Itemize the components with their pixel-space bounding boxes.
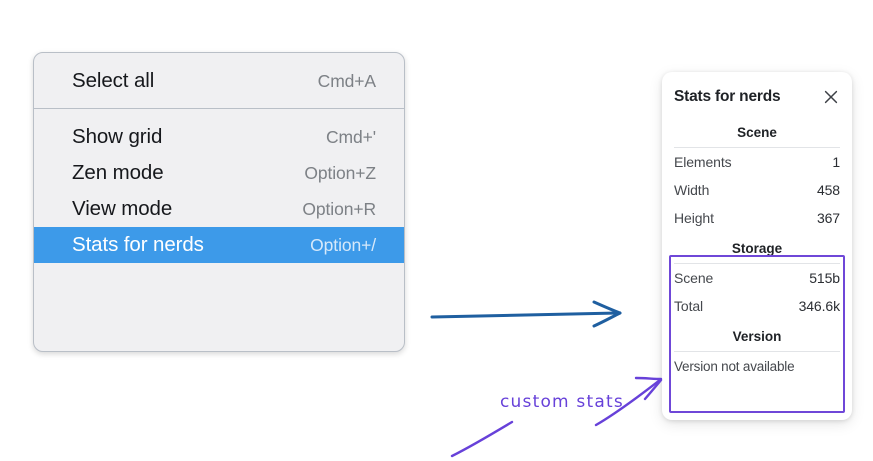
stat-key: Elements bbox=[674, 154, 732, 170]
stats-panel: Stats for nerds Scene Elements 1 Width 4… bbox=[662, 72, 852, 420]
section-heading-scene: Scene bbox=[737, 125, 777, 140]
section-heading-storage: Storage bbox=[731, 241, 783, 256]
stat-value: 346.6k bbox=[798, 298, 841, 314]
section-divider bbox=[674, 147, 840, 148]
menu-separator bbox=[34, 108, 404, 109]
menu-item-shortcut: Option+Z bbox=[304, 162, 376, 183]
stat-row-elements: Elements 1 bbox=[674, 148, 840, 176]
stat-key: Total bbox=[674, 298, 704, 314]
stat-key: Height bbox=[674, 210, 714, 226]
menu-item-label: Zen mode bbox=[72, 161, 164, 184]
blue-arrow-to-panel bbox=[430, 300, 622, 328]
stat-key: Width bbox=[674, 182, 710, 198]
menu-item-shortcut: Cmd+A bbox=[317, 70, 376, 91]
stats-panel-header: Stats for nerds bbox=[674, 72, 840, 116]
stat-row-width: Width 458 bbox=[674, 176, 840, 204]
menu-item-zen-mode[interactable]: Zen mode Option+Z bbox=[34, 155, 404, 191]
section-divider bbox=[674, 351, 840, 352]
context-menu[interactable]: Select all Cmd+A Show grid Cmd+' Zen mod… bbox=[33, 52, 405, 352]
menu-item-view-mode[interactable]: View mode Option+R bbox=[34, 191, 404, 227]
menu-item-label: Select all bbox=[72, 69, 155, 92]
menu-group-2: Show grid Cmd+' Zen mode Option+Z View m… bbox=[34, 109, 404, 273]
stat-key: Scene bbox=[674, 270, 714, 286]
version-text: Version not available bbox=[674, 359, 795, 374]
menu-item-show-grid[interactable]: Show grid Cmd+' bbox=[34, 119, 404, 155]
menu-item-select-all[interactable]: Select all Cmd+A bbox=[34, 63, 404, 99]
menu-item-label: Stats for nerds bbox=[72, 233, 204, 256]
menu-item-shortcut: Option+R bbox=[302, 198, 376, 219]
menu-group-1: Select all Cmd+A bbox=[34, 53, 404, 108]
stat-value: 515b bbox=[809, 270, 840, 286]
stat-row-height: Height 367 bbox=[674, 204, 840, 232]
menu-item-shortcut: Cmd+' bbox=[325, 126, 376, 147]
menu-item-label: View mode bbox=[72, 197, 173, 220]
stat-value: 367 bbox=[816, 210, 840, 226]
stats-panel-title: Stats for nerds bbox=[674, 88, 781, 105]
custom-stats-annotation-label: custom stats bbox=[500, 392, 624, 412]
purple-underline-stroke bbox=[450, 420, 514, 458]
stat-value: 1 bbox=[832, 154, 840, 170]
stat-row-storage-scene: Scene 515b bbox=[674, 264, 840, 292]
menu-item-label: Show grid bbox=[72, 125, 163, 148]
stat-value: 458 bbox=[816, 182, 840, 198]
menu-item-stats-for-nerds[interactable]: Stats for nerds Option+/ bbox=[34, 227, 404, 263]
menu-item-shortcut: Option+/ bbox=[310, 234, 376, 255]
close-icon[interactable] bbox=[822, 88, 840, 106]
section-heading-version: Version bbox=[732, 329, 782, 344]
stat-row-storage-total: Total 346.6k bbox=[674, 292, 840, 320]
section-divider bbox=[674, 263, 840, 264]
